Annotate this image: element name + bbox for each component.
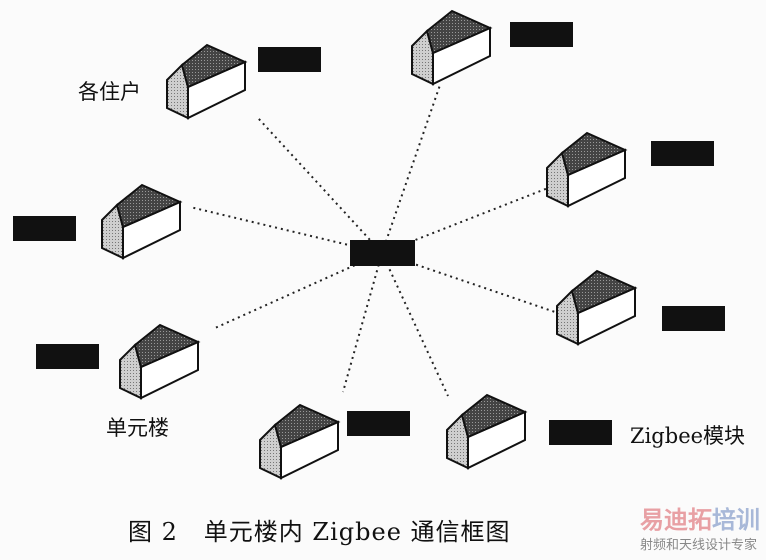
building-label: 单元楼 — [106, 416, 169, 440]
house-icon — [166, 44, 246, 119]
house-icon — [119, 324, 199, 399]
watermark-brand-blue: 培训 — [712, 506, 760, 534]
zigbee-module — [36, 344, 99, 369]
households-label: 各住户 — [78, 80, 141, 104]
zigbee-module — [13, 216, 76, 241]
house-icon — [411, 10, 491, 85]
zigbee-module — [258, 47, 321, 72]
house-icon — [259, 404, 339, 479]
watermark-brand-red: 易迪拓 — [640, 506, 712, 534]
zigbee-module — [662, 306, 725, 331]
central-zigbee-module — [350, 240, 415, 266]
wireless-link — [257, 117, 383, 254]
house-icon — [446, 394, 526, 469]
watermark-logo: 易迪拓培训 — [640, 506, 760, 534]
wireless-link — [381, 252, 449, 397]
zigbee-module — [510, 22, 573, 47]
figure-caption: 图 2 单元楼内 Zigbee 通信框图 — [128, 518, 511, 546]
house-icon — [556, 270, 636, 345]
watermark-slogan: 射频和天线设计专家 — [640, 538, 758, 553]
wireless-link — [381, 84, 441, 254]
zigbee-module — [347, 411, 410, 436]
wireless-link — [342, 252, 383, 393]
house-icon — [101, 184, 181, 259]
house-icon — [546, 132, 626, 207]
zigbee-module — [651, 141, 714, 166]
zigbee-module — [549, 420, 612, 445]
zigbee-module-label: Zigbee模块 — [630, 424, 746, 448]
